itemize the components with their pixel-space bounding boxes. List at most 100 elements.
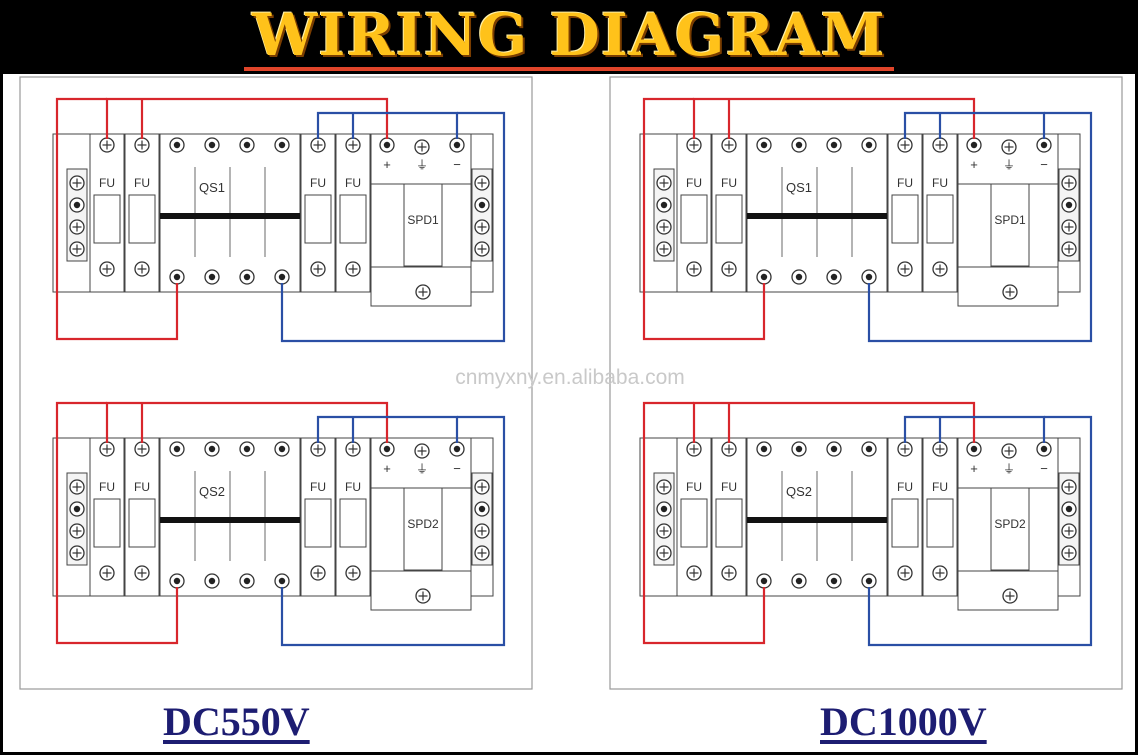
breaker-bottom-screw-1-center [208, 273, 216, 281]
end-block-1 [471, 168, 493, 262]
breaker-bottom-screw-1-center [208, 577, 216, 585]
breaker-top-screw-0-center [173, 141, 181, 149]
spd-minus-symbol: − [453, 157, 461, 172]
positive-wire-top [692, 97, 976, 139]
fuse-label-1: FU [721, 176, 737, 190]
breaker-bottom-screw-0-center [760, 577, 768, 585]
negative-wire-top [903, 415, 1046, 443]
voltage-label-left: DC550V [163, 699, 310, 744]
fuse-body-1 [715, 194, 743, 244]
banner-title: WIRING DIAGRAM [244, 3, 894, 71]
negative-wire-loop [867, 415, 1093, 647]
breaker-top-screw-3-center [865, 445, 873, 453]
fuse-body-0 [93, 194, 121, 244]
end-block-0 [653, 472, 675, 566]
spd-ground-symbol: ⏚ [416, 462, 428, 476]
spd-module [990, 183, 1030, 267]
breaker-top-screw-2-center [243, 141, 251, 149]
fuse-label-0: FU [99, 176, 115, 190]
fuse-body-2 [304, 498, 332, 548]
fuse-label-0: FU [686, 480, 702, 494]
spd-plus-symbol: + [383, 461, 391, 476]
spd-ground-symbol: ⏚ [416, 158, 428, 172]
breaker-top-screw-2-center [830, 445, 838, 453]
breaker-bottom-screw-2-center [830, 273, 838, 281]
fuse-label-2: FU [310, 176, 326, 190]
fuse-body-3 [339, 194, 367, 244]
spd-plus-symbol: + [970, 461, 978, 476]
breaker-top-screw-1-center [795, 445, 803, 453]
spd-module [403, 487, 443, 571]
spd-minus-screw-center [453, 445, 461, 453]
fuse-body-0 [680, 194, 708, 244]
breaker-bottom-screw-3-center [278, 273, 286, 281]
breaker-top-screw-1-center [208, 445, 216, 453]
breaker-bottom-screw-3-center [278, 577, 286, 585]
fuse-body-3 [926, 498, 954, 548]
fuse-label-0: FU [99, 480, 115, 494]
breaker-label: QS1 [199, 180, 225, 195]
end-block-0 [66, 472, 88, 566]
breaker-top-screw-3-center [278, 141, 286, 149]
breaker-handle-bar [160, 213, 300, 219]
fuse-body-3 [926, 194, 954, 244]
breaker-top-screw-2-center [243, 445, 251, 453]
fuse-body-0 [93, 498, 121, 548]
breaker-bottom-screw-3-center [865, 577, 873, 585]
fuse-body-3 [339, 498, 367, 548]
breaker-top-screw-1-center [208, 141, 216, 149]
end-block-1-screw-1-center [478, 201, 486, 209]
negative-wire-top [903, 111, 1046, 139]
end-block-1-screw-1-center [1065, 505, 1073, 513]
breaker-top-screw-2-center [830, 141, 838, 149]
breaker-handle-bar [747, 517, 887, 523]
breaker-top-screw-0-center [760, 445, 768, 453]
breaker-bottom-screw-1-center [795, 577, 803, 585]
fuse-label-3: FU [932, 176, 948, 190]
spd-minus-screw-center [453, 141, 461, 149]
fuse-label-2: FU [310, 480, 326, 494]
spd-plus-screw-center [383, 445, 391, 453]
spd-plus-screw-center [970, 141, 978, 149]
breaker-bottom-screw-2-center [243, 577, 251, 585]
fuse-label-2: FU [897, 176, 913, 190]
fuse-body-1 [128, 194, 156, 244]
positive-wire-loop [55, 401, 179, 645]
end-block-1 [1058, 472, 1080, 566]
end-block-1-screw-1-center [1065, 201, 1073, 209]
negative-wire-top [316, 111, 459, 139]
end-block-0 [653, 168, 675, 262]
spd-minus-symbol: − [453, 461, 461, 476]
positive-wire-top [692, 401, 976, 443]
end-block-0-screw-1-center [660, 505, 668, 513]
positive-wire-top [105, 97, 389, 139]
breaker-bottom-screw-2-center [830, 577, 838, 585]
breaker-bottom-screw-0-center [760, 273, 768, 281]
breaker-label: QS1 [786, 180, 812, 195]
end-block-0-screw-1-center [73, 505, 81, 513]
fuse-label-3: FU [345, 176, 361, 190]
spd-label: SPD2 [407, 517, 439, 531]
spd-module [403, 183, 443, 267]
breaker-bottom-screw-2-center [243, 273, 251, 281]
spd-minus-screw-center [1040, 445, 1048, 453]
breaker-top-screw-3-center [278, 445, 286, 453]
negative-wire-top [316, 415, 459, 443]
breaker-top-screw-0-center [173, 445, 181, 453]
spd-plus-symbol: + [970, 157, 978, 172]
breaker-top-screw-1-center [795, 141, 803, 149]
fuse-label-1: FU [721, 480, 737, 494]
fuse-label-1: FU [134, 480, 150, 494]
breaker-bottom-screw-0-center [173, 273, 181, 281]
breaker-label: QS2 [786, 484, 812, 499]
breaker-bottom-screw-0-center [173, 577, 181, 585]
banner: WIRING DIAGRAM [0, 0, 1138, 74]
breaker-top-screw-3-center [865, 141, 873, 149]
panel-frame-left [19, 76, 533, 690]
spd-module [990, 487, 1030, 571]
